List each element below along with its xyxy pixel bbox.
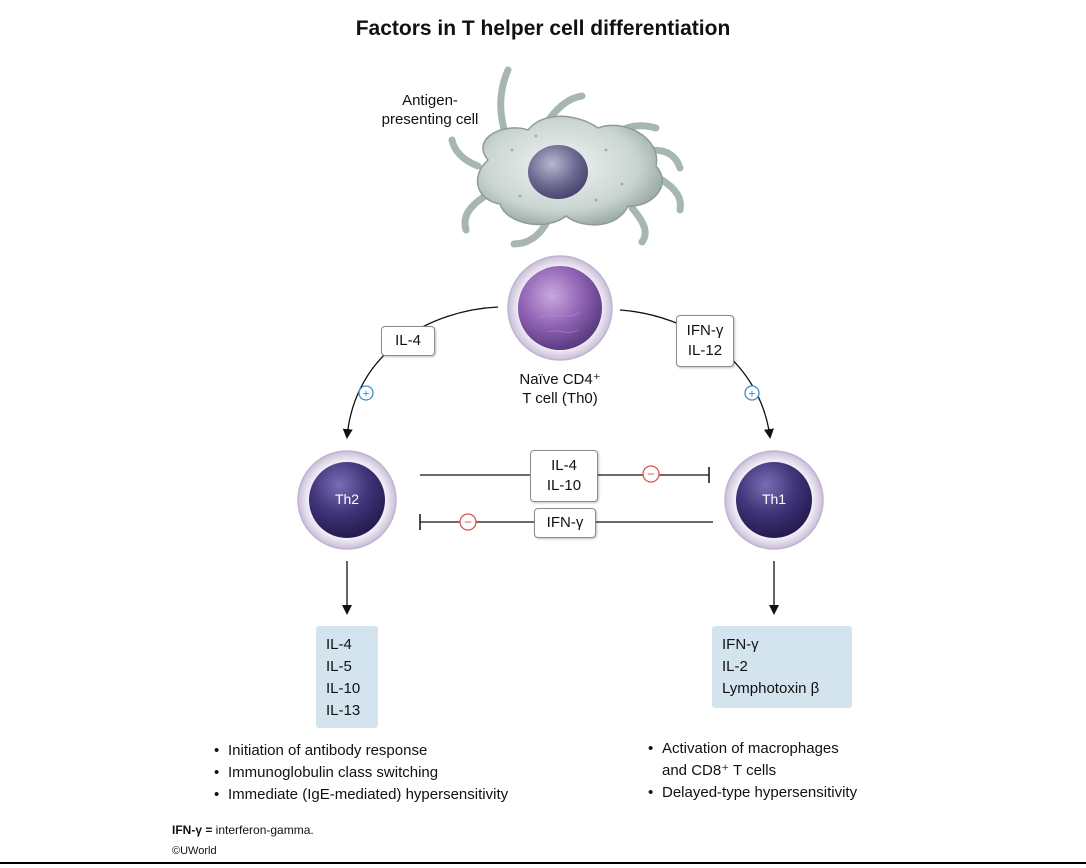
footnote: IFN-γ = interferon-gamma. — [172, 823, 314, 837]
page-title: Factors in T helper cell differentiation — [355, 17, 731, 40]
svg-text:−: − — [647, 467, 655, 482]
th1-effects-list: Activation of macrophages and CD8⁺ T cel… — [646, 738, 946, 804]
ifn-il12-signal-box: IFN-γ IL-12 — [676, 315, 734, 367]
list-item: IL-10 — [326, 680, 361, 697]
plus-icon-left: + — [358, 385, 374, 401]
list-item: Immediate (IgE-mediated) hypersensitivit… — [212, 784, 612, 806]
minus-icon-bottom: − — [459, 513, 477, 531]
il4-il10-inhibitor-box: IL-4 IL-10 — [530, 450, 598, 502]
th2-cytokine-box: IL-4 IL-5 IL-10 IL-13 — [316, 626, 378, 728]
minus-icon-top: − — [642, 465, 660, 483]
th2-cell-icon — [297, 450, 397, 550]
svg-text:−: − — [464, 515, 472, 530]
svg-text:+: + — [362, 387, 369, 401]
copyright: ©UWorld — [172, 845, 217, 857]
list-item: IFN-γ — [722, 636, 759, 653]
list-item: Lymphotoxin β — [722, 680, 820, 697]
list-item: IL-13 — [326, 702, 361, 719]
ifn-inhibitor-box: IFN-γ — [534, 508, 596, 538]
il4-signal-box: IL-4 — [381, 326, 435, 356]
naive-cell-label: Naïve CD4⁺ T cell (Th0) — [519, 371, 601, 407]
list-item: Initiation of antibody response — [212, 740, 612, 762]
list-item: Delayed-type hypersensitivity — [646, 782, 946, 804]
th2-label: Th2 — [334, 491, 360, 507]
plus-icon-right: + — [744, 385, 760, 401]
naive-cd4-cell-icon — [507, 255, 613, 361]
bottom-divider — [0, 862, 1086, 864]
list-item: Immunoglobulin class switching — [212, 762, 612, 784]
apc-label: Antigen- presenting cell — [381, 92, 479, 128]
th1-cytokine-box: IFN-γ IL-2 Lymphotoxin β — [712, 626, 852, 708]
list-item: IL-5 — [326, 658, 352, 675]
list-item: IL-2 — [722, 658, 748, 675]
svg-text:+: + — [748, 387, 755, 401]
list-item: IL-4 — [326, 636, 352, 653]
th2-effects-list: Initiation of antibody response Immunogl… — [212, 740, 612, 806]
list-item: Activation of macrophages and CD8⁺ T cel… — [646, 738, 946, 782]
th1-label: Th1 — [761, 491, 787, 507]
antigen-presenting-cell-icon — [448, 66, 684, 248]
th1-cell-icon — [724, 450, 824, 550]
